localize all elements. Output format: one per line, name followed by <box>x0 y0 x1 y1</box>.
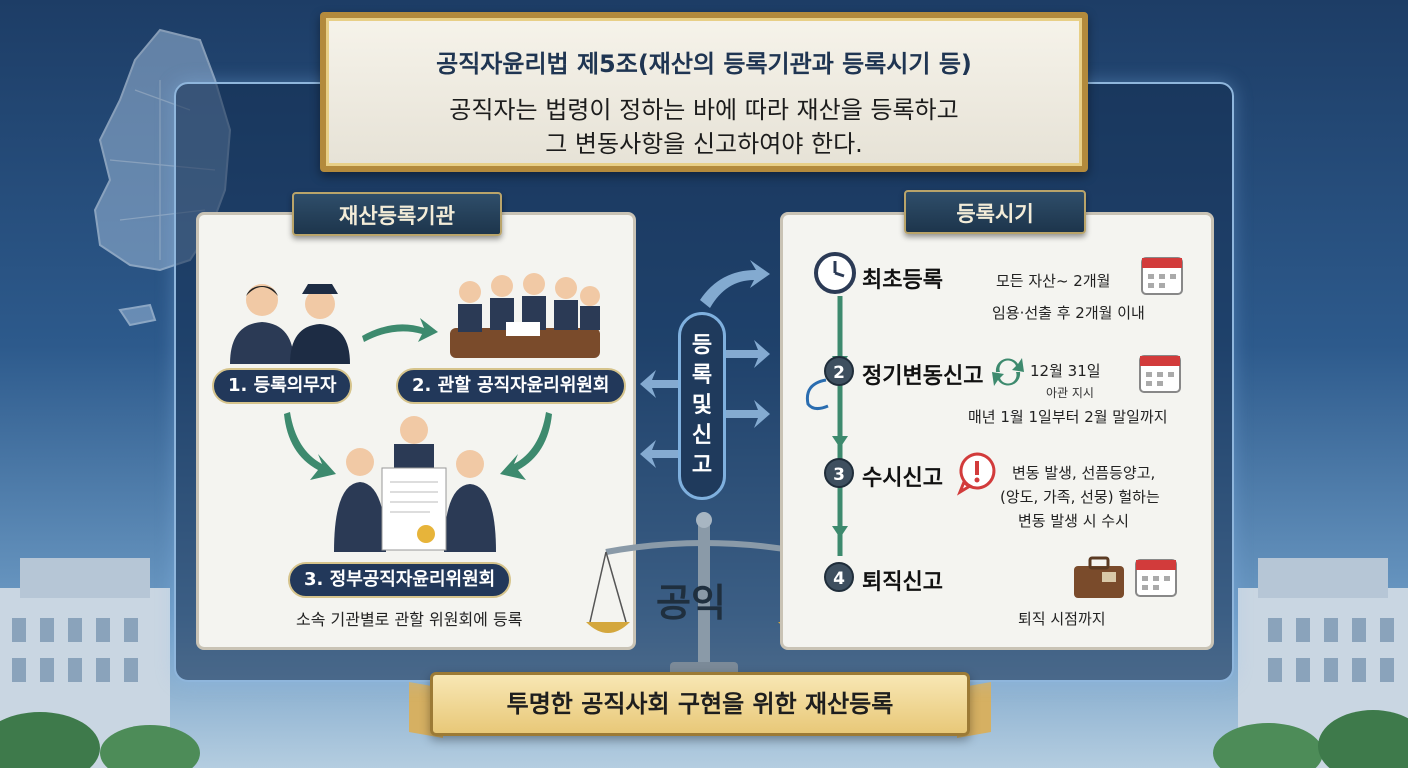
label-jurisdiction-committee: 2. 관할 공직자윤리위원회 <box>396 368 626 404</box>
step-4-number: 4 <box>824 562 854 592</box>
building-left-illustration <box>0 558 200 768</box>
agency-caption: 소속 기관별로 관할 위원회에 등록 <box>296 610 523 629</box>
arrow-down-right-icon <box>284 412 336 480</box>
step-4-title: 퇴직신고 <box>862 570 943 595</box>
cycle-arrow-icon <box>805 378 829 411</box>
law-title: 공직자윤리법 제5조(재산의 등록기관과 등록시기 등) <box>436 50 972 78</box>
bidirectional-arrows-icon <box>640 260 770 468</box>
calendar-icon <box>1135 559 1177 597</box>
clock-icon <box>814 252 856 294</box>
public-interest-word: 공익 <box>656 581 726 625</box>
timing-ribbon: 등록시기 <box>904 190 1086 234</box>
step-1-detail-1: 모든 자산~ 2개월 <box>996 272 1111 290</box>
registrant-people-icon <box>230 284 350 364</box>
step-3-detail-2: (앙도, 가족, 선뭉) 헐하는 <box>1000 488 1160 506</box>
calendar-icon <box>1139 355 1181 393</box>
arrow-right-icon <box>362 318 438 342</box>
footer-ribbon: 투명한 공직사회 구현을 위한 재산등록 <box>430 672 970 736</box>
step-2-title: 정기변동신고 <box>862 364 984 389</box>
alert-bubble-icon <box>956 452 996 496</box>
register-and-report-banner: 등 록 및 신 고 <box>678 312 726 500</box>
building-right-illustration <box>1213 558 1408 768</box>
step-2-detail-small: 아관 지시 <box>1046 386 1094 400</box>
arrow-down-left-icon <box>500 412 552 480</box>
step-2-number: 2 <box>824 356 854 386</box>
step-1-title: 최초등록 <box>862 268 943 293</box>
step-2-detail-2: 매년 1월 1일부터 2월 말일까지 <box>968 408 1168 426</box>
title-plaque: 공직자윤리법 제5조(재산의 등록기관과 등록시기 등) 공직자는 법령이 정하… <box>320 12 1088 172</box>
certificate-people-icon <box>334 416 496 552</box>
briefcase-icon <box>1074 556 1124 598</box>
step-2-detail-1: 12월 31일 <box>1030 362 1101 380</box>
law-description: 공직자는 법령이 정하는 바에 따라 재산을 등록하고 그 변동사항을 신고하여… <box>449 96 959 158</box>
calendar-icon <box>1141 257 1183 295</box>
step-3-detail-1: 변동 발생, 선픔등양고, <box>1012 464 1156 482</box>
step-4-detail-1: 퇴직 시점까지 <box>1018 610 1106 628</box>
step-3-number: 3 <box>824 458 854 488</box>
label-registrant: 1. 등록의무자 <box>212 368 353 404</box>
step-3-title: 수시신고 <box>862 466 943 491</box>
step-3-detail-3: 변동 발생 시 수시 <box>1018 512 1129 530</box>
step-1-detail-2: 임용·선출 후 2개월 이내 <box>992 304 1145 322</box>
refresh-icon <box>992 358 1024 386</box>
agency-ribbon: 재산등록기관 <box>292 192 502 236</box>
timeline-line <box>832 296 848 556</box>
committee-meeting-icon <box>450 273 600 358</box>
label-government-committee: 3. 정부공직자윤리위원회 <box>288 562 512 598</box>
